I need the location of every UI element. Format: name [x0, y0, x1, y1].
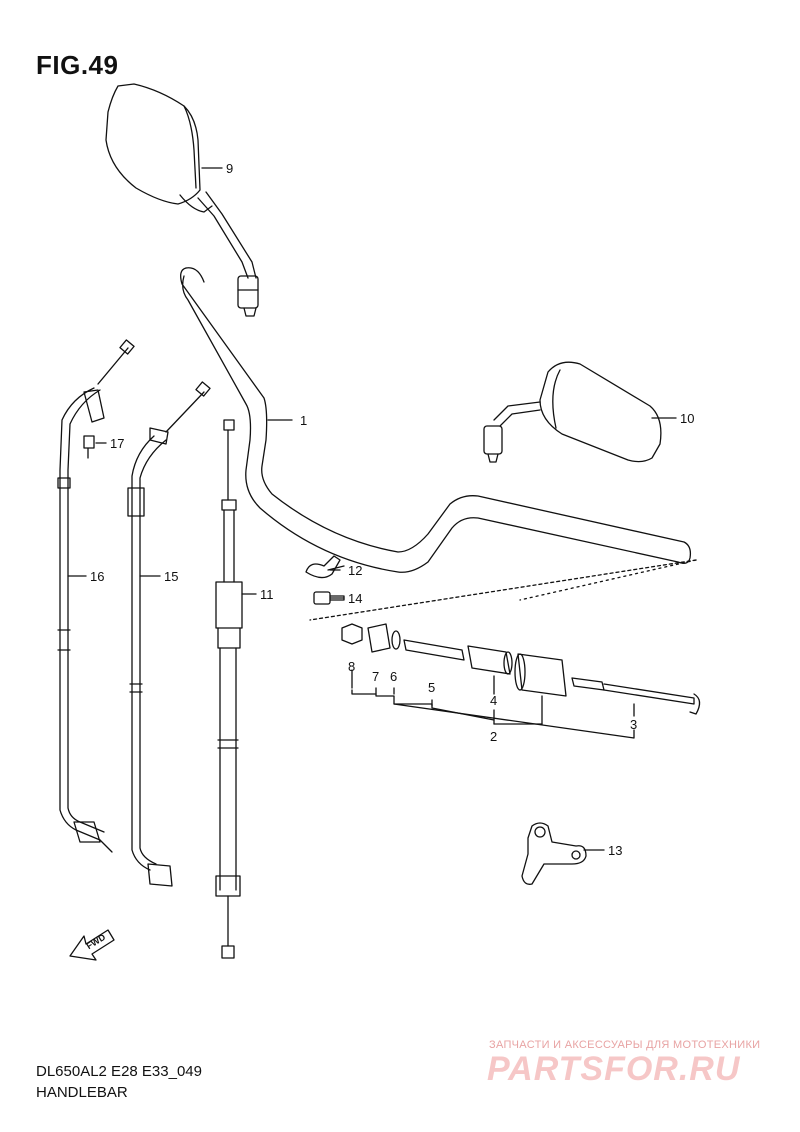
part-label-2: 2 — [490, 729, 497, 744]
part-label-7: 7 — [372, 669, 379, 684]
fwd-label: FWD — [84, 932, 107, 952]
part-label-3: 3 — [630, 717, 637, 732]
part-label-9: 9 — [226, 161, 233, 176]
figure-name: HANDLEBAR — [36, 1084, 128, 1101]
part-label-13: 13 — [608, 843, 622, 858]
cable-15 — [127, 381, 211, 887]
watermark-tagline: ЗАПЧАСТИ И АКСЕССУАРЫ ДЛЯ МОТОТЕХНИКИ — [489, 1039, 761, 1051]
part-label-6: 6 — [390, 669, 397, 684]
figure-code: DL650AL2 E28 E33_049 — [36, 1063, 202, 1080]
part-label-10: 10 — [680, 411, 694, 426]
part-label-15: 15 — [164, 569, 178, 584]
watermark-brand: PARTSFOR.RU — [487, 1050, 741, 1088]
forward-arrow-icon — [69, 929, 115, 961]
assembly-guide-line-2 — [519, 559, 697, 601]
right-mirror — [483, 361, 662, 463]
label-leaders — [67, 167, 677, 599]
part-label-12: 12 — [348, 563, 362, 578]
part-label-5: 5 — [428, 680, 435, 695]
part-label-4: 4 — [490, 693, 497, 708]
part-label-1: 1 — [300, 413, 307, 428]
part-labels: 9 1 10 12 14 11 16 15 17 8 7 6 5 4 2 3 1… — [84, 161, 694, 951]
part-label-17: 17 — [110, 436, 124, 451]
part-label-11: 11 — [260, 587, 274, 602]
bracket — [521, 822, 605, 885]
left-mirror — [105, 83, 259, 317]
clip — [305, 555, 345, 579]
reference-leaders — [351, 669, 635, 739]
cable-11 — [215, 419, 243, 959]
bar-end-weight-parts — [341, 623, 701, 715]
handlebar — [180, 267, 692, 573]
assembly-guide-line — [309, 559, 697, 621]
part-label-16: 16 — [90, 569, 104, 584]
part-label-8: 8 — [348, 659, 355, 674]
screw-17 — [83, 435, 95, 459]
part-label-14: 14 — [348, 591, 362, 606]
figure-title: FIG.49 — [36, 50, 119, 80]
cable-16 — [57, 339, 135, 853]
